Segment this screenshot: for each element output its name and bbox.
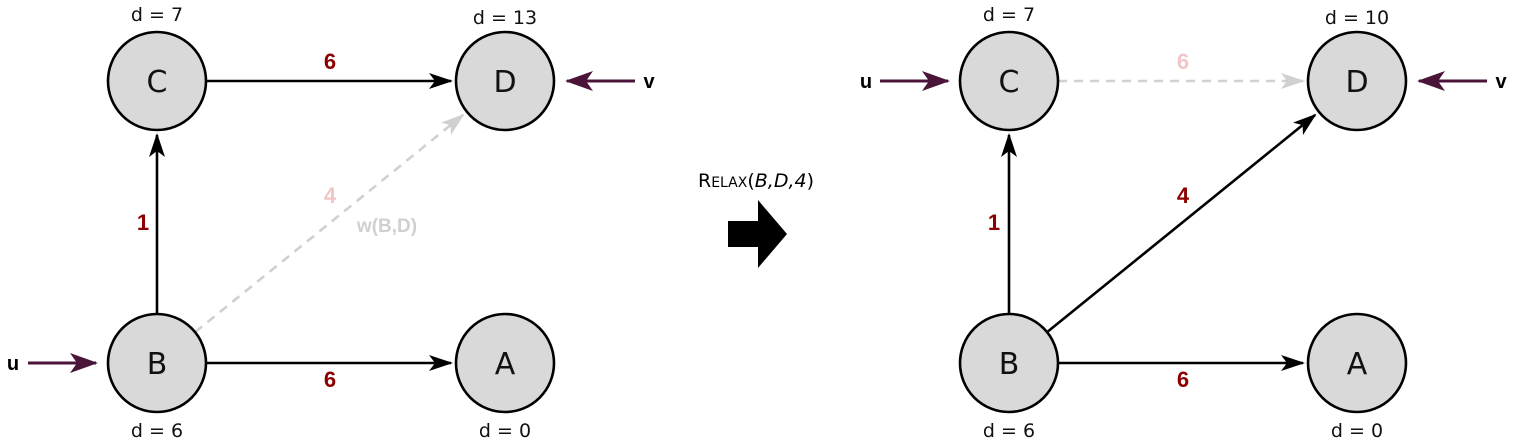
edge-weight-b-a: 6 [324, 367, 336, 392]
node-label-d: D [493, 65, 516, 100]
edge-annotation-w-b-d: w(B,D) [356, 216, 417, 237]
node-label-c: C [999, 65, 1020, 100]
edge-weight-b-a: 6 [1177, 367, 1189, 392]
distance-label-a: d = 0 [1331, 420, 1383, 442]
distance-label-b: d = 6 [131, 420, 183, 442]
node-b: B [958, 312, 1060, 414]
pointer-label-v: v [1495, 71, 1507, 93]
nodes: C D B A [106, 30, 556, 414]
edge-weight-b-d: 4 [1177, 183, 1190, 208]
node-d: D [1306, 30, 1408, 132]
pointer-label-v: v [643, 71, 655, 93]
edge-weight-c-d: 6 [324, 49, 336, 74]
labels: 6 1 6 4 w(B,D) d = 7 d = 13 d = 6 d = 0 [131, 4, 537, 442]
relax-operation: RELAX(B,D,4) [698, 170, 814, 268]
node-circle-a [454, 312, 556, 414]
node-label-d: D [1345, 65, 1368, 100]
node-circle-c [106, 30, 208, 132]
distance-label-b: d = 6 [983, 420, 1035, 442]
edges [1001, 73, 1317, 371]
node-circle-c [958, 30, 1060, 132]
distance-label-a: d = 0 [479, 420, 531, 442]
node-circle-d [454, 30, 556, 132]
pointers: uv [7, 71, 655, 375]
edge-weight-c-d: 6 [1177, 49, 1189, 74]
right-arrow-icon [728, 200, 787, 268]
labels: 6 1 6 4 d = 7 d = 10 d = 6 d = 0 [983, 4, 1389, 442]
node-c: C [958, 30, 1060, 132]
node-circle-d [1306, 30, 1408, 132]
relax-operation-label: RELAX(B,D,4) [698, 170, 814, 192]
node-label-c: C [147, 65, 168, 100]
node-a: A [1306, 312, 1408, 414]
distance-label-d: d = 13 [473, 7, 537, 29]
node-c: C [106, 30, 208, 132]
edge-weight-b-c: 1 [988, 210, 1000, 235]
node-circle-b [106, 312, 208, 414]
node-label-a: A [1347, 347, 1368, 382]
edge-b-d [1046, 113, 1317, 334]
node-a: A [454, 312, 556, 414]
node-label-a: A [495, 347, 516, 382]
edge-weight-b-c: 1 [137, 210, 149, 235]
node-label-b: B [147, 347, 168, 382]
edges [149, 73, 465, 371]
edge-weight-b-d: 4 [324, 183, 337, 208]
pointer-label-u: u [7, 353, 19, 375]
distance-label-c: d = 7 [131, 4, 183, 26]
node-label-b: B [999, 347, 1020, 382]
node-circle-b [958, 312, 1060, 414]
edge-b-d [194, 113, 465, 334]
distance-label-c: d = 7 [983, 4, 1035, 26]
nodes: C D B A [958, 30, 1408, 414]
node-circle-a [1306, 312, 1408, 414]
distance-label-d: d = 10 [1325, 7, 1389, 29]
node-b: B [106, 312, 208, 414]
pointer-label-u: u [860, 71, 872, 93]
node-d: D [454, 30, 556, 132]
